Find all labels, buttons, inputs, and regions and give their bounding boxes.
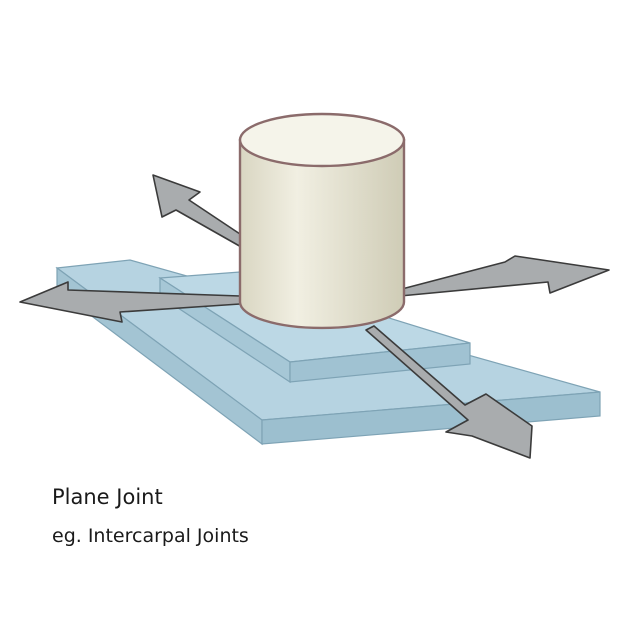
cylinder-shape (238, 112, 406, 330)
double-arrow-icon (152, 174, 244, 249)
double-arrow-icon (397, 255, 610, 297)
diagram-title: Plane Joint (52, 485, 163, 509)
caption: Plane Joint eg. Intercarpal Joints (52, 484, 249, 548)
diagram-subtitle: eg. Intercarpal Joints (52, 525, 249, 547)
double-arrow-icon (365, 325, 533, 459)
